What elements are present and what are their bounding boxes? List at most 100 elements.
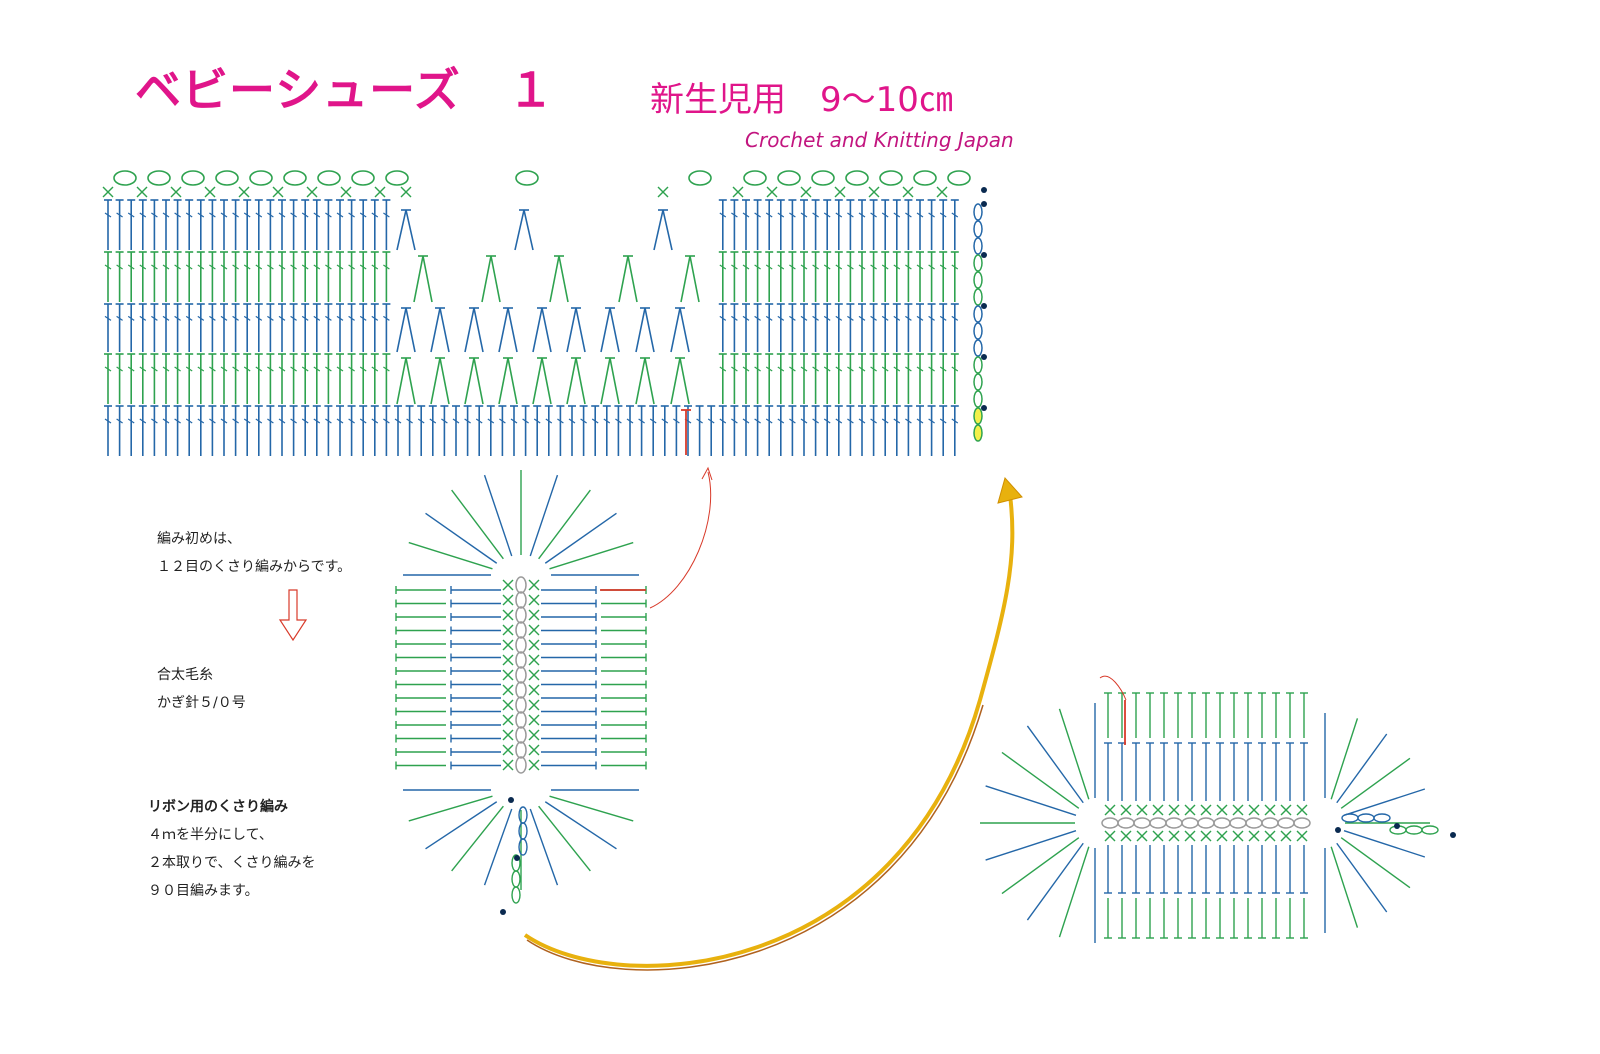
turning-chain: [974, 221, 982, 237]
base-chain: [516, 637, 526, 653]
base-chain: [516, 712, 526, 728]
chain-loop: [744, 171, 766, 185]
dec-leg: [499, 308, 508, 352]
dec-leg: [663, 210, 672, 250]
dec-leg: [440, 358, 449, 404]
dec-leg: [576, 308, 585, 352]
turning-chain: [519, 807, 527, 823]
dec-leg: [474, 308, 483, 352]
fan-stitch: [452, 490, 504, 559]
chain-loop: [914, 171, 936, 185]
fan-stitch: [545, 802, 616, 849]
turning-chain: [1374, 814, 1390, 822]
upper-stitch-chart: [103, 171, 987, 456]
fan-stitch: [550, 796, 634, 821]
base-chain: [1262, 818, 1278, 828]
row-marker: [508, 797, 514, 803]
dec-leg: [499, 358, 508, 404]
fan-stitch: [485, 475, 512, 556]
base-chain: [516, 742, 526, 758]
dec-leg: [465, 358, 474, 404]
dec-leg: [601, 308, 610, 352]
turning-chain: [1358, 814, 1374, 822]
dec-leg: [636, 358, 645, 404]
turning-chain: [974, 238, 982, 254]
chain-loop: [182, 171, 204, 185]
fan-stitch: [1344, 831, 1425, 857]
base-chain: [1230, 818, 1246, 828]
dec-leg: [397, 308, 406, 352]
turning-chain: [974, 255, 982, 271]
row-marker: [1450, 832, 1456, 838]
fan-stitch: [539, 806, 591, 871]
dec-leg: [601, 358, 610, 404]
fan-stitch: [545, 513, 616, 563]
base-chain: [1166, 818, 1182, 828]
curved-arrow-head: [998, 478, 1022, 503]
turning-chain: [974, 272, 982, 288]
curved-arrow-icon: [525, 495, 1012, 966]
chain-loop: [216, 171, 238, 185]
turning-chain: [974, 340, 982, 356]
connector-arrows: [280, 468, 1126, 970]
turning-chain: [974, 391, 982, 407]
base-chain: [516, 577, 526, 593]
dec-leg: [567, 308, 576, 352]
dec-leg: [671, 308, 680, 352]
red-connector: [650, 472, 711, 608]
dec-leg: [508, 358, 517, 404]
turning-chain: [974, 306, 982, 322]
chain-loop: [778, 171, 800, 185]
dec-leg: [559, 256, 568, 302]
turning-chain: [974, 289, 982, 305]
dec-leg: [645, 358, 654, 404]
base-chain: [516, 622, 526, 638]
row-marker: [500, 909, 506, 915]
dec-leg: [550, 256, 559, 302]
dec-leg: [636, 308, 645, 352]
chain-loop: [948, 171, 970, 185]
row-marker: [514, 855, 520, 861]
turning-chain: [974, 374, 982, 390]
fan-stitch: [1344, 789, 1425, 815]
turning-chain: [974, 425, 982, 441]
dec-leg: [610, 308, 619, 352]
curved-arrow-shadow: [527, 705, 983, 970]
base-chain: [1294, 818, 1310, 828]
base-chain: [516, 667, 526, 683]
fan-stitch: [530, 809, 557, 885]
fan-stitch: [1337, 734, 1387, 803]
turning-chain: [974, 408, 982, 424]
turning-chain: [519, 839, 527, 855]
chain-loop: [148, 171, 170, 185]
base-chain: [1118, 818, 1134, 828]
down-arrow-icon: [280, 590, 306, 640]
dec-leg: [482, 256, 491, 302]
chain-loop: [846, 171, 868, 185]
turning-chain: [974, 204, 982, 220]
dec-leg: [397, 358, 406, 404]
sole-chart-horizontal: [980, 693, 1456, 943]
chain-loop: [250, 171, 272, 185]
dec-leg: [414, 256, 423, 302]
fan-stitch: [1331, 847, 1357, 928]
fan-stitch: [1059, 709, 1088, 799]
row-marker: [981, 405, 987, 411]
row-marker: [1394, 823, 1400, 829]
dec-leg: [406, 308, 415, 352]
row-marker: [981, 201, 987, 207]
dec-leg: [515, 210, 524, 250]
fan-stitch: [409, 796, 493, 821]
fan-stitch: [426, 513, 497, 563]
row-marker: [981, 187, 987, 193]
dec-leg: [690, 256, 699, 302]
dec-leg: [431, 308, 440, 352]
base-chain: [1198, 818, 1214, 828]
dec-leg: [508, 308, 517, 352]
fan-stitch: [986, 786, 1076, 815]
dec-leg: [610, 358, 619, 404]
turning-chain: [512, 871, 520, 887]
base-chain: [516, 592, 526, 608]
fan-stitch: [539, 490, 591, 559]
